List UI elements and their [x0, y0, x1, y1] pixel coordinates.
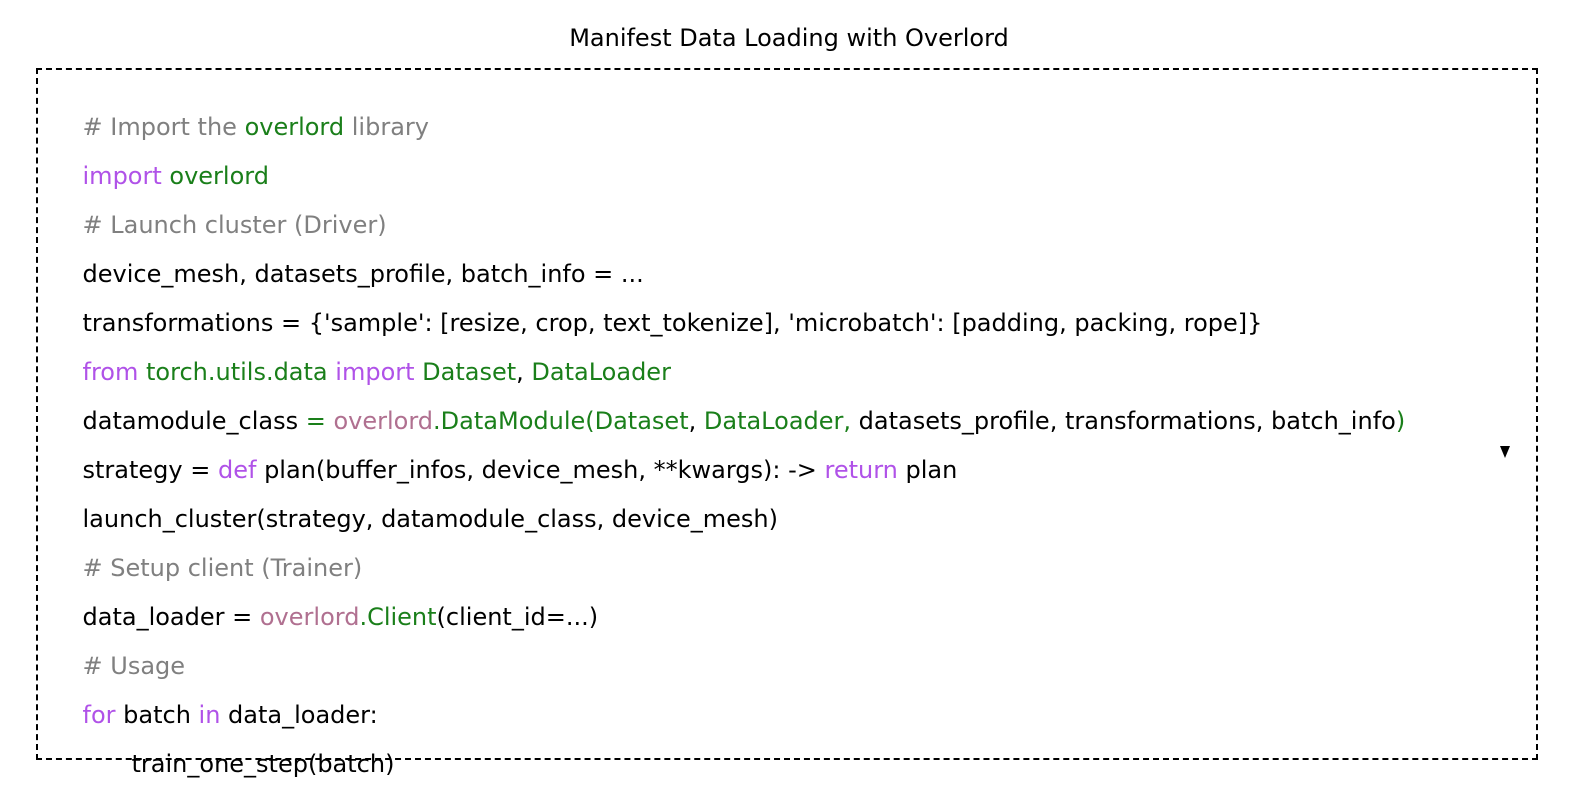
code-token: .Client: [359, 603, 437, 631]
code-token: launch_cluster(strategy, datamodule_clas…: [82, 505, 778, 533]
code-token: for: [82, 701, 116, 729]
code-token: ,: [688, 407, 704, 435]
code-token: library: [344, 113, 429, 141]
code-token: overlord: [169, 162, 269, 190]
code-line-13: for batch in data_loader:: [52, 667, 378, 729]
code-line-2: import overlord: [52, 128, 269, 190]
code-token: DataLoader,: [703, 407, 852, 435]
arrow-down-icon: [1500, 446, 1510, 458]
code-token: device_mesh, datasets_profile, batch_inf…: [82, 260, 644, 288]
code-token: train_one_step(batch): [131, 750, 395, 778]
code-line-9: launch_cluster(strategy, datamodule_clas…: [52, 471, 778, 533]
code-token: overlord: [244, 113, 345, 141]
code-token: overlord: [259, 603, 360, 631]
code-token: transformations = {'sample': [resize, cr…: [82, 309, 1263, 337]
code-token: data_loader =: [82, 603, 260, 631]
code-line-4: device_mesh, datasets_profile, batch_inf…: [52, 226, 644, 288]
code-token: # Usage: [82, 652, 186, 680]
code-line-10: # Setup client (Trainer): [52, 520, 363, 582]
code-token: # Import the: [82, 113, 245, 141]
code-line-12: # Usage: [52, 618, 186, 680]
code-token: overlord: [333, 407, 434, 435]
code-token: def: [217, 456, 257, 484]
code-token: # Setup client (Trainer): [82, 554, 363, 582]
code-line-3: # Launch cluster (Driver): [52, 177, 387, 239]
code-token: strategy =: [82, 456, 218, 484]
code-token: datamodule_class: [82, 407, 306, 435]
code-listing-box: # Import the overlord library import ove…: [36, 68, 1538, 778]
code-token: in: [198, 701, 221, 729]
code-line-5: transformations = {'sample': [resize, cr…: [52, 275, 1263, 337]
code-line-8: strategy = def plan(buffer_infos, device…: [52, 422, 958, 484]
code-token: # Launch cluster (Driver): [82, 211, 387, 239]
code-token: return: [824, 456, 898, 484]
code-token: import: [335, 358, 415, 386]
code-token: torch.utils.data: [146, 358, 328, 386]
code-line-6: from torch.utils.data import Dataset, Da…: [52, 324, 671, 386]
code-token: plan(buffer_infos, device_mesh, **kwargs…: [256, 456, 825, 484]
code-token: from: [82, 358, 139, 386]
code-token: Dataset: [422, 358, 517, 386]
code-token: .DataModule(Dataset: [433, 407, 689, 435]
code-token: plan: [897, 456, 958, 484]
code-token: =: [305, 407, 334, 435]
code-token: batch: [115, 701, 199, 729]
code-token: import: [82, 162, 162, 190]
code-token: ,: [516, 358, 532, 386]
code-token: (client_id=...): [436, 603, 599, 631]
code-token: data_loader:: [220, 701, 378, 729]
code-line-14: train_one_step(batch): [101, 716, 395, 778]
code-line-11: data_loader = overlord.Client(client_id=…: [52, 569, 599, 631]
code-line-7: datamodule_class = overlord.DataModule(D…: [52, 373, 1406, 435]
code-line-1: # Import the overlord library: [52, 79, 429, 141]
code-token: datasets_profile, transformations, batch…: [851, 407, 1396, 435]
code-token: DataLoader: [531, 358, 671, 386]
code-token: ): [1395, 407, 1406, 435]
diagram-title: Manifest Data Loading with Overlord: [569, 24, 1009, 52]
